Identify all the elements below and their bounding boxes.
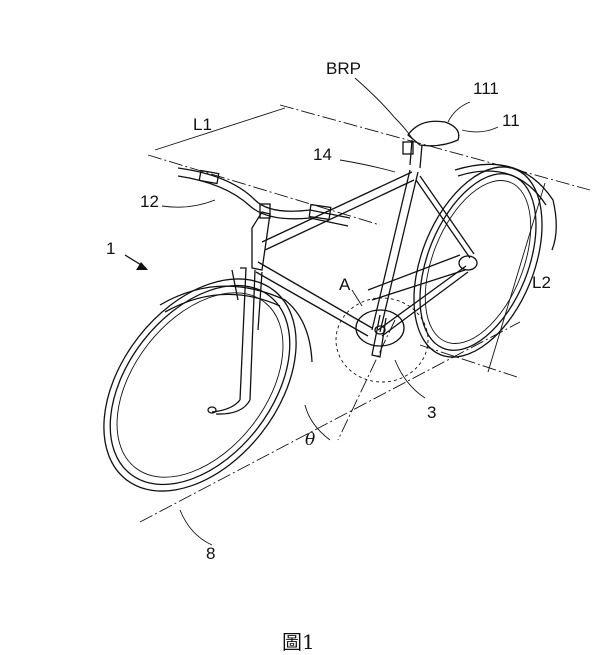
label-l2: L2 [532, 273, 551, 292]
figure-caption: 圖1 [282, 630, 315, 654]
saddle [354, 77, 499, 169]
label-theta: θ [305, 430, 316, 450]
front-wheel [103, 278, 313, 492]
frame [207, 169, 475, 415]
label-3: 3 [427, 403, 437, 422]
label-111: 111 [473, 79, 499, 98]
rear-wheel [413, 163, 557, 358]
label-12: 12 [140, 192, 159, 211]
label-brp: BRP [326, 59, 361, 78]
label-14: 14 [313, 145, 332, 164]
label-8: 8 [206, 544, 216, 563]
handlebar [177, 167, 351, 227]
label-a: A [339, 275, 351, 294]
label-l1: L1 [193, 115, 212, 134]
label-11: 11 [502, 111, 520, 130]
leader-lines [124, 159, 426, 546]
label-1: 1 [106, 239, 116, 258]
